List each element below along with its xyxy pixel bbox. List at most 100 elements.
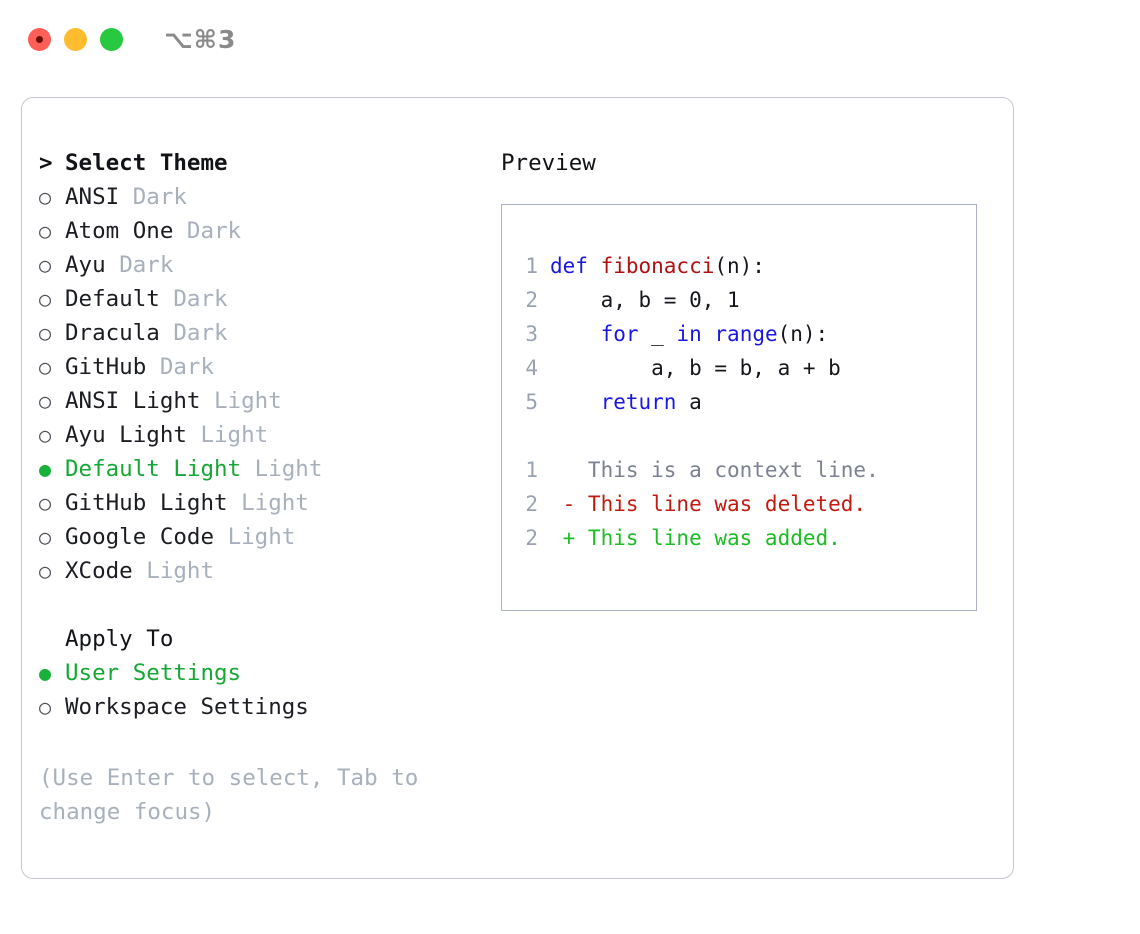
theme-name: Google Code — [65, 524, 215, 550]
code-line-text: return a — [550, 385, 702, 419]
code-line-text: a, b = b, a + b — [550, 351, 841, 385]
theme-gap — [187, 418, 201, 452]
theme-kind-badge: Dark — [132, 184, 187, 210]
page-title: Select Theme — [65, 150, 228, 176]
code-line-text: a, b = 0, 1 — [550, 283, 740, 317]
theme-kind-badge: Light — [214, 388, 282, 414]
apply-to-item-label: Workspace Settings — [65, 694, 309, 720]
code-line-text: def fibonacci(n): — [550, 249, 765, 283]
code-line: 3 for _ in range(n): — [508, 317, 976, 351]
code-line: 5 return a — [508, 385, 976, 419]
radio-unselected-icon[interactable]: ○ — [39, 253, 52, 277]
theme-picker-header: > Select Theme — [39, 146, 479, 180]
code-token: (n): — [714, 254, 765, 278]
code-token: (n): — [777, 322, 829, 346]
code-token: - This line was deleted. — [550, 492, 867, 516]
preview-title: Preview — [501, 150, 596, 176]
diff-line: 2 - This line was deleted. — [508, 487, 976, 521]
apply-to-list: ● User Settings ○ Workspace Settings — [39, 656, 479, 724]
theme-name: Ayu — [65, 252, 106, 278]
radio-unselected-icon[interactable]: ○ — [39, 695, 52, 719]
theme-list-item[interactable]: ●Default Light Light — [39, 452, 479, 486]
main-panel: > Select Theme ○ANSI Dark○Atom One Dark○… — [21, 97, 1014, 879]
theme-list-item[interactable]: ○ Default Dark — [39, 282, 479, 316]
radio-unselected-icon[interactable]: ○ — [39, 389, 52, 413]
apply-to-label: Apply To — [65, 626, 174, 652]
apply-to-item[interactable]: ● User Settings — [39, 656, 479, 690]
code-line-text: This is a context line. — [550, 453, 879, 487]
radio-unselected-icon[interactable]: ○ — [39, 219, 52, 243]
theme-name: GitHub — [65, 354, 147, 380]
theme-name: GitHub Light — [65, 490, 228, 516]
theme-kind-badge: Light — [200, 422, 269, 448]
theme-gap — [146, 350, 160, 384]
diff-line: 2 + This line was added. — [508, 521, 976, 555]
theme-gap — [133, 554, 147, 588]
line-number: 3 — [525, 322, 538, 346]
theme-list-item[interactable]: ○ ANSI Light Light — [39, 384, 479, 418]
theme-kind-badge: Dark — [159, 354, 215, 380]
code-token: return — [600, 390, 677, 414]
radio-unselected-icon[interactable]: ○ — [39, 355, 52, 379]
theme-gap — [241, 452, 255, 486]
theme-name: Ayu Light — [65, 422, 187, 448]
code-token: _ — [638, 322, 677, 346]
radio-selected-icon[interactable]: ● — [39, 457, 52, 481]
theme-list-item[interactable]: ○GitHub Light Light — [39, 486, 479, 520]
radio-selected-icon[interactable]: ● — [39, 661, 52, 685]
apply-to-item[interactable]: ○ Workspace Settings — [39, 690, 479, 724]
theme-gap — [200, 384, 214, 418]
radio-unselected-icon[interactable]: ○ — [39, 491, 52, 515]
radio-unselected-icon[interactable]: ○ — [39, 321, 52, 345]
code-line: 2 a, b = 0, 1 — [508, 283, 976, 317]
radio-unselected-icon[interactable]: ○ — [39, 525, 52, 549]
theme-list-item[interactable]: ○Dracula Dark — [39, 316, 479, 350]
theme-name: Default — [65, 286, 160, 312]
theme-list-item[interactable]: ○Ayu Dark — [39, 248, 479, 282]
apply-to-item-label: User Settings — [65, 660, 242, 686]
code-token: for — [600, 322, 639, 346]
theme-gap — [228, 486, 242, 520]
theme-list-item[interactable]: ○ GitHub Dark — [39, 350, 479, 384]
radio-unselected-icon[interactable]: ○ — [39, 287, 52, 311]
line-number: 1 — [525, 458, 538, 482]
theme-list-item[interactable]: ○XCode Light — [39, 554, 479, 588]
keyboard-shortcut-label: ⌥⌘3 — [164, 24, 237, 54]
theme-list-item[interactable]: ○Google Code Light — [39, 520, 479, 554]
theme-kind-badge: Light — [254, 456, 323, 482]
theme-gap — [106, 248, 120, 282]
maximize-window-icon[interactable] — [100, 27, 123, 51]
close-window-icon[interactable] — [28, 27, 51, 51]
minimize-window-icon[interactable] — [64, 27, 87, 51]
radio-unselected-icon[interactable]: ○ — [39, 559, 52, 583]
radio-unselected-icon[interactable]: ○ — [39, 423, 52, 447]
theme-name: Atom One — [65, 218, 174, 244]
code-token: range — [714, 322, 778, 346]
code-token: This is a context line. — [550, 458, 879, 482]
code-line-text: + This line was added. — [550, 521, 841, 555]
diff-line: 1 This is a context line. — [508, 453, 976, 487]
code-token — [702, 322, 715, 346]
code-token: in — [676, 322, 702, 346]
theme-kind-badge: Light — [146, 558, 215, 584]
theme-name: ANSI — [65, 184, 120, 210]
code-token: a, b = b, a + b — [550, 356, 841, 380]
theme-gap — [173, 214, 187, 248]
theme-gap — [160, 282, 174, 316]
theme-list-item[interactable]: ○ Ayu Light Light — [39, 418, 479, 452]
line-number: 1 — [525, 254, 538, 278]
theme-list-item[interactable]: ○ Atom One Dark — [39, 214, 479, 248]
theme-name: ANSI Light — [65, 388, 201, 414]
radio-unselected-icon[interactable]: ○ — [39, 185, 52, 209]
code-line: 4 a, b = b, a + b — [508, 351, 976, 385]
line-number: 4 — [525, 356, 538, 380]
code-blank-line — [508, 419, 976, 453]
theme-kind-badge: Dark — [186, 218, 242, 244]
theme-list-item[interactable]: ○ ANSI Dark — [39, 180, 479, 214]
theme-kind-badge: Dark — [173, 286, 228, 312]
line-number: 2 — [525, 288, 538, 312]
theme-kind-badge: Dark — [173, 320, 228, 346]
